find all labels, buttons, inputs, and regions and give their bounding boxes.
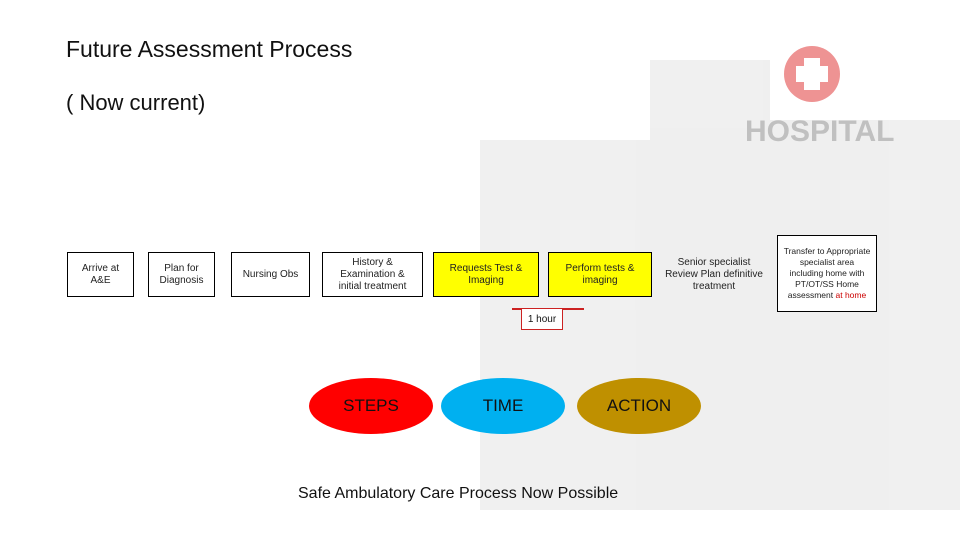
step-arrive: Arrive at A&E	[67, 252, 134, 297]
highlight-text: at home	[836, 290, 867, 300]
legend-action: ACTION	[577, 378, 701, 434]
time-marker: 1 hour	[521, 308, 563, 330]
step-history-exam: History & Examination & initial treatmen…	[322, 252, 423, 297]
legend-time: TIME	[441, 378, 565, 434]
step-senior-review: Senior specialist Review Plan definitive…	[664, 252, 764, 297]
page-title: Future Assessment Process	[66, 36, 352, 63]
step-transfer: Transfer to Appropriate specialist area …	[777, 235, 877, 312]
page-subtitle: ( Now current)	[66, 90, 205, 116]
hospital-sign: HOSPITAL	[745, 115, 894, 148]
footer-caption: Safe Ambulatory Care Process Now Possibl…	[298, 485, 618, 503]
step-perform-tests: Perform tests & imaging	[548, 252, 652, 297]
legend-steps: STEPS	[309, 378, 433, 434]
step-plan-diagnosis: Plan for Diagnosis	[148, 252, 215, 297]
step-nursing-obs: Nursing Obs	[231, 252, 310, 297]
step-requests-test: Requests Test & Imaging	[433, 252, 539, 297]
